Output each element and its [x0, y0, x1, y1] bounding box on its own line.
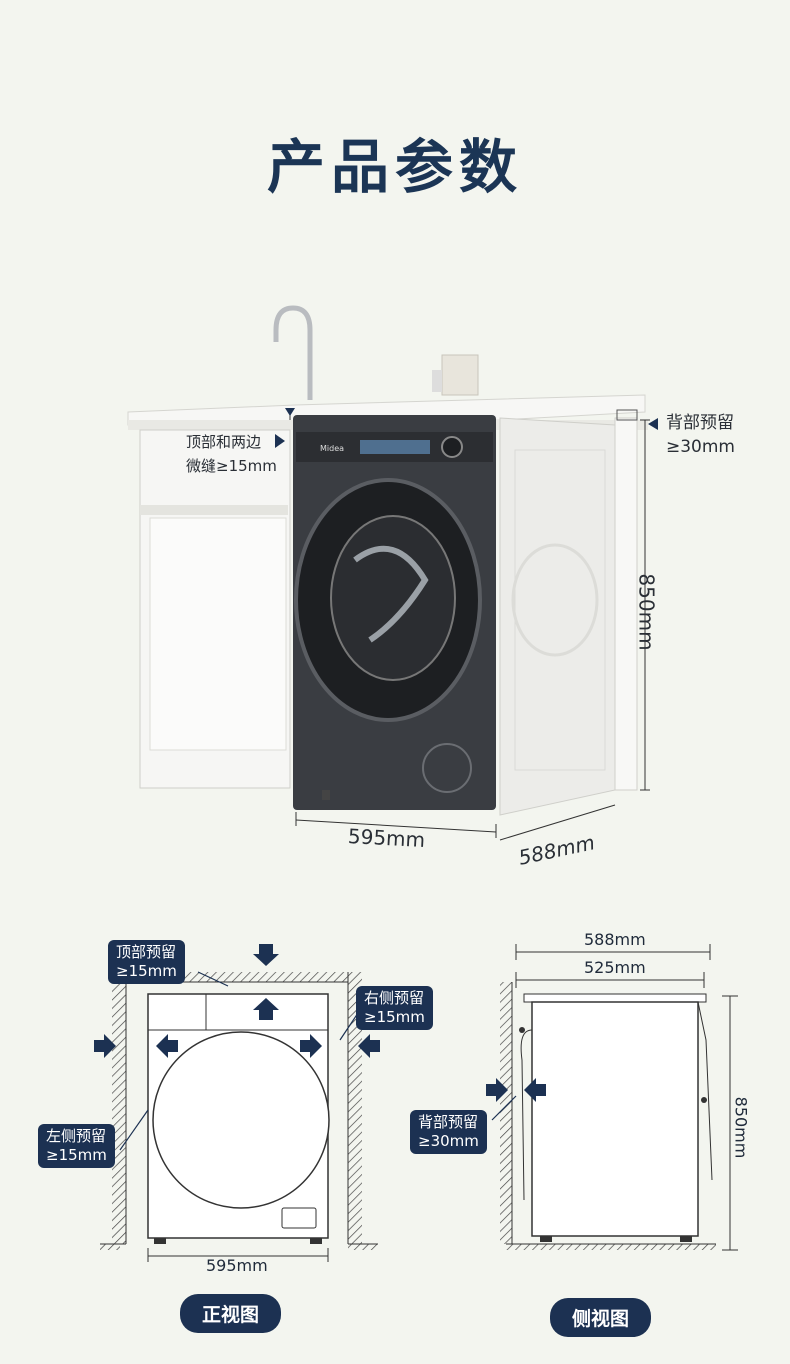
- side-depth-inner-label: 525mm: [584, 958, 646, 977]
- arrow-right-icon: [300, 1034, 322, 1058]
- top-clearance-tag: 顶部预留 ≥15mm: [108, 940, 185, 984]
- side-depth-outer-label: 588mm: [584, 930, 646, 949]
- faucet-icon: [273, 305, 313, 400]
- arrow-down-icon: [253, 944, 279, 966]
- arrow-left-icon: [156, 1034, 178, 1058]
- left-tag-line2: ≥15mm: [46, 1146, 107, 1164]
- gap-label-line1: 顶部和两边: [186, 433, 262, 451]
- side-view-caption: 侧视图: [550, 1298, 652, 1337]
- side-height-label: 850mm: [731, 1096, 751, 1159]
- arrow-up-icon: [253, 998, 279, 1020]
- arrow-right-icon: [486, 1078, 508, 1102]
- arrow-left-icon: [524, 1078, 546, 1102]
- back-label-line2: ≥30mm: [666, 437, 735, 457]
- left-tag-line1: 左侧预留: [46, 1127, 107, 1145]
- arrow-right-icon: [94, 1034, 116, 1058]
- front-width-label: 595mm: [206, 1256, 268, 1275]
- page-title: 产品参数: [266, 133, 523, 201]
- right-tag-line1: 右侧预留: [364, 989, 425, 1007]
- back-label-line1: 背部预留: [666, 413, 734, 433]
- right-clearance-tag: 右侧预留 ≥15mm: [356, 986, 433, 1030]
- right-tag-line2: ≥15mm: [364, 1008, 425, 1026]
- top-tag-line2: ≥15mm: [116, 962, 177, 980]
- top-tag-line1: 顶部预留: [116, 943, 177, 961]
- front-view-caption: 正视图: [180, 1294, 282, 1333]
- brand-logo: Midea: [320, 444, 345, 453]
- back-clearance-tag: 背部预留 ≥30mm: [410, 1110, 487, 1154]
- back-tag-line1: 背部预留: [418, 1113, 479, 1131]
- left-clearance-tag: 左侧预留 ≥15mm: [38, 1124, 115, 1168]
- gap-label-line2: 微缝≥15mm: [186, 457, 277, 475]
- back-tag-line2: ≥30mm: [418, 1132, 479, 1150]
- arrow-left-icon: [358, 1034, 380, 1058]
